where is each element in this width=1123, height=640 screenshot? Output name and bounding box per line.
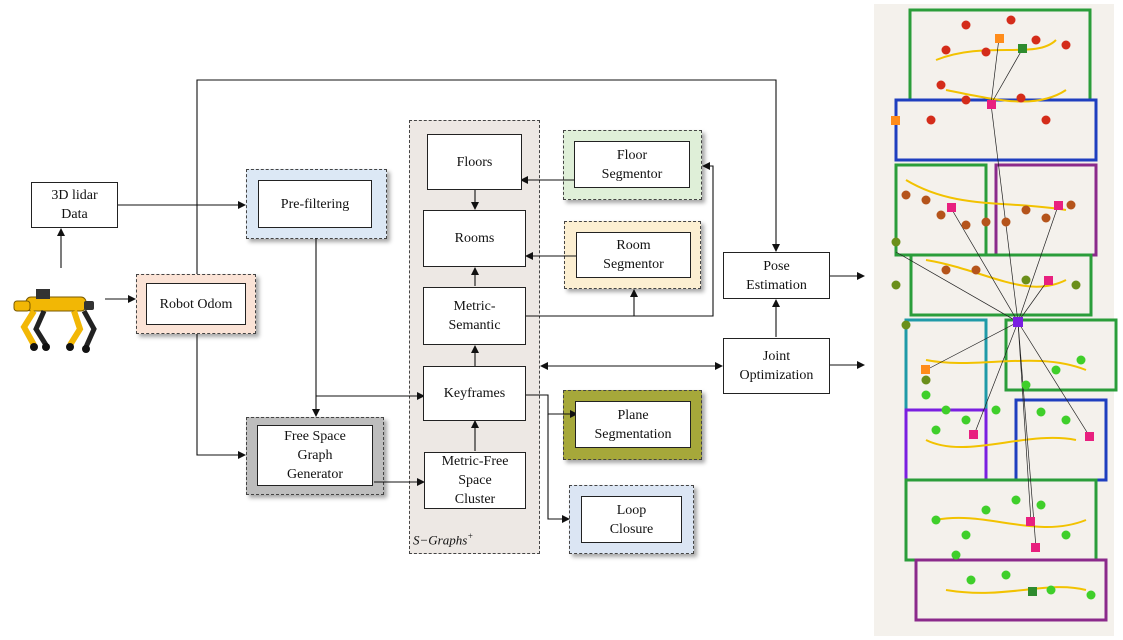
floor-segmentor-block: Floor Segmentor: [574, 141, 690, 188]
sgraphs-label: S−Graphs+: [413, 531, 474, 548]
arrow-odom-to-pose: [196, 79, 780, 274]
arrow-keyframes-to-planeseg: [526, 394, 578, 418]
floors-block: Floors: [427, 134, 522, 190]
plane-segmentation-block: Plane Segmentation: [575, 401, 691, 448]
free-space-graph-block: Free Space Graph Generator: [257, 425, 373, 486]
arrow-metricsemantic-to-floorseg: [634, 162, 714, 317]
robot-odom-block: Robot Odom: [146, 283, 246, 325]
lidar-data-block: 3D lidar Data: [31, 182, 118, 228]
arrow-keyframes-to-loopclosure: [547, 414, 570, 523]
room-segmentor-block: Room Segmentor: [576, 232, 691, 278]
pose-estimation-block: Pose Estimation: [723, 252, 830, 299]
scene-graph-map-illustration: [874, 4, 1118, 636]
arrow-metricsemantic-to-roomseg: [526, 289, 638, 317]
metric-semantic-block: Metric- Semantic: [423, 287, 526, 345]
metric-free-space-block: Metric-Free Space Cluster: [424, 452, 526, 509]
rooms-block: Rooms: [423, 210, 526, 267]
prefiltering-block: Pre-filtering: [258, 180, 372, 228]
joint-optimization-block: Joint Optimization: [723, 338, 830, 394]
robot-dog-illustration: [13, 289, 97, 353]
arrow-odom-to-freespace: [196, 334, 246, 459]
loop-closure-block: Loop Closure: [581, 496, 682, 543]
keyframes-block: Keyframes: [423, 366, 526, 421]
